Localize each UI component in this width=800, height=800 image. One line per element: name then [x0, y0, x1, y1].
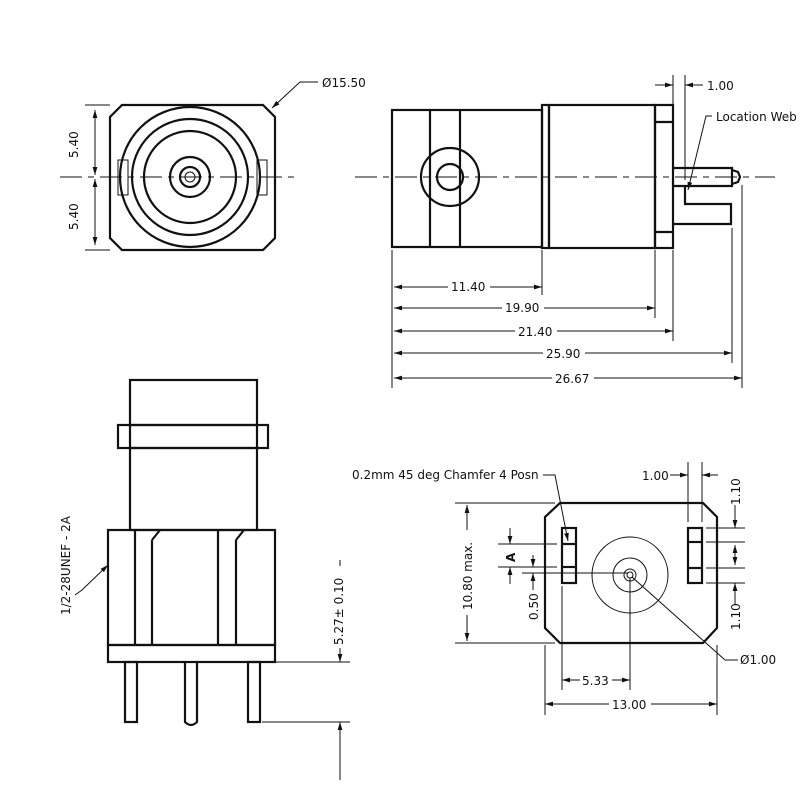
- dim-slot-top: 1.10: [729, 478, 743, 505]
- dim-slot-bottom: 1.10: [729, 603, 743, 630]
- chamfer-note: 0.2mm 45 deg Chamfer 4 Posn: [352, 468, 539, 482]
- dim-web-thickness: 1.00: [707, 79, 734, 93]
- dim-pin-length: 5.27± 0.10: [332, 578, 346, 645]
- dim-19-90: 19.90: [505, 301, 539, 315]
- dim-slot-width: 1.00: [642, 469, 669, 483]
- dim-21-40: 21.40: [518, 325, 552, 339]
- dim-26-67: 26.67: [555, 372, 589, 386]
- dim-25-90: 25.90: [546, 347, 580, 361]
- dim-a-label: A: [504, 552, 518, 562]
- dim-height: 10.80 max.: [461, 542, 475, 610]
- dim-center-pin: Ø1.00: [740, 653, 776, 667]
- dim-lower-half: 5.40: [67, 203, 81, 230]
- dim-11-40: 11.40: [451, 280, 485, 294]
- dim-width: 13.00: [612, 698, 646, 712]
- dim-offset: 0.50: [527, 593, 541, 620]
- front-view: 5.40 5.40 Ø15.50: [60, 76, 366, 252]
- dim-diameter: Ø15.50: [322, 76, 366, 90]
- thread-spec: 1/2-28UNEF - 2A: [59, 515, 73, 615]
- dim-upper-half: 5.40: [67, 131, 81, 158]
- footprint-view: 0.2mm 45 deg Chamfer 4 Posn 1.00 1.10 1.…: [352, 462, 776, 715]
- side-view: 1.00 Location Web 11.40 19.90 21.40 25.9…: [355, 75, 797, 388]
- location-web-label: Location Web: [716, 110, 797, 124]
- dim-pin-offset: 5.33: [582, 674, 609, 688]
- elevation-view: 1/2-28UNEF - 2A 5.27± 0.10: [59, 378, 350, 780]
